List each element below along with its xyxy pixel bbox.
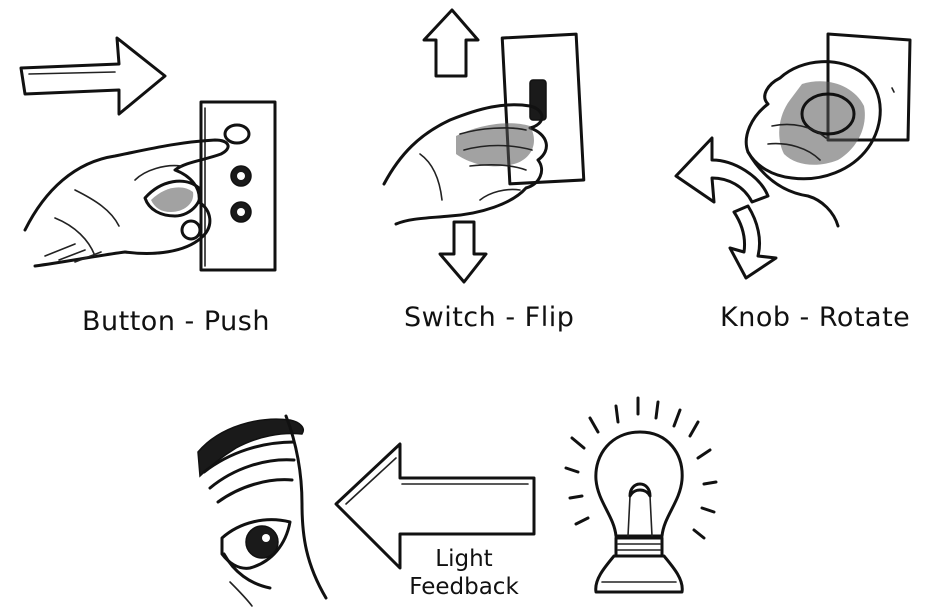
light-feedback-line2: Feedback — [409, 573, 519, 600]
button-push-caption: Button - Push — [82, 306, 270, 337]
switch-flip-caption: Switch - Flip — [404, 302, 575, 333]
knob-rotate-caption: Knob - Rotate — [720, 302, 911, 333]
light-feedback-line1: Light — [435, 546, 493, 572]
eye-icon — [197, 414, 328, 607]
hand-rotating-knob-icon — [674, 32, 912, 280]
light-feedback-label: Light Feedback — [398, 546, 530, 601]
left-arrow-icon — [334, 442, 536, 570]
hand-pushing-button-icon — [19, 36, 277, 272]
light-bulb-icon — [564, 396, 718, 594]
hand-flipping-switch-icon — [382, 8, 586, 284]
